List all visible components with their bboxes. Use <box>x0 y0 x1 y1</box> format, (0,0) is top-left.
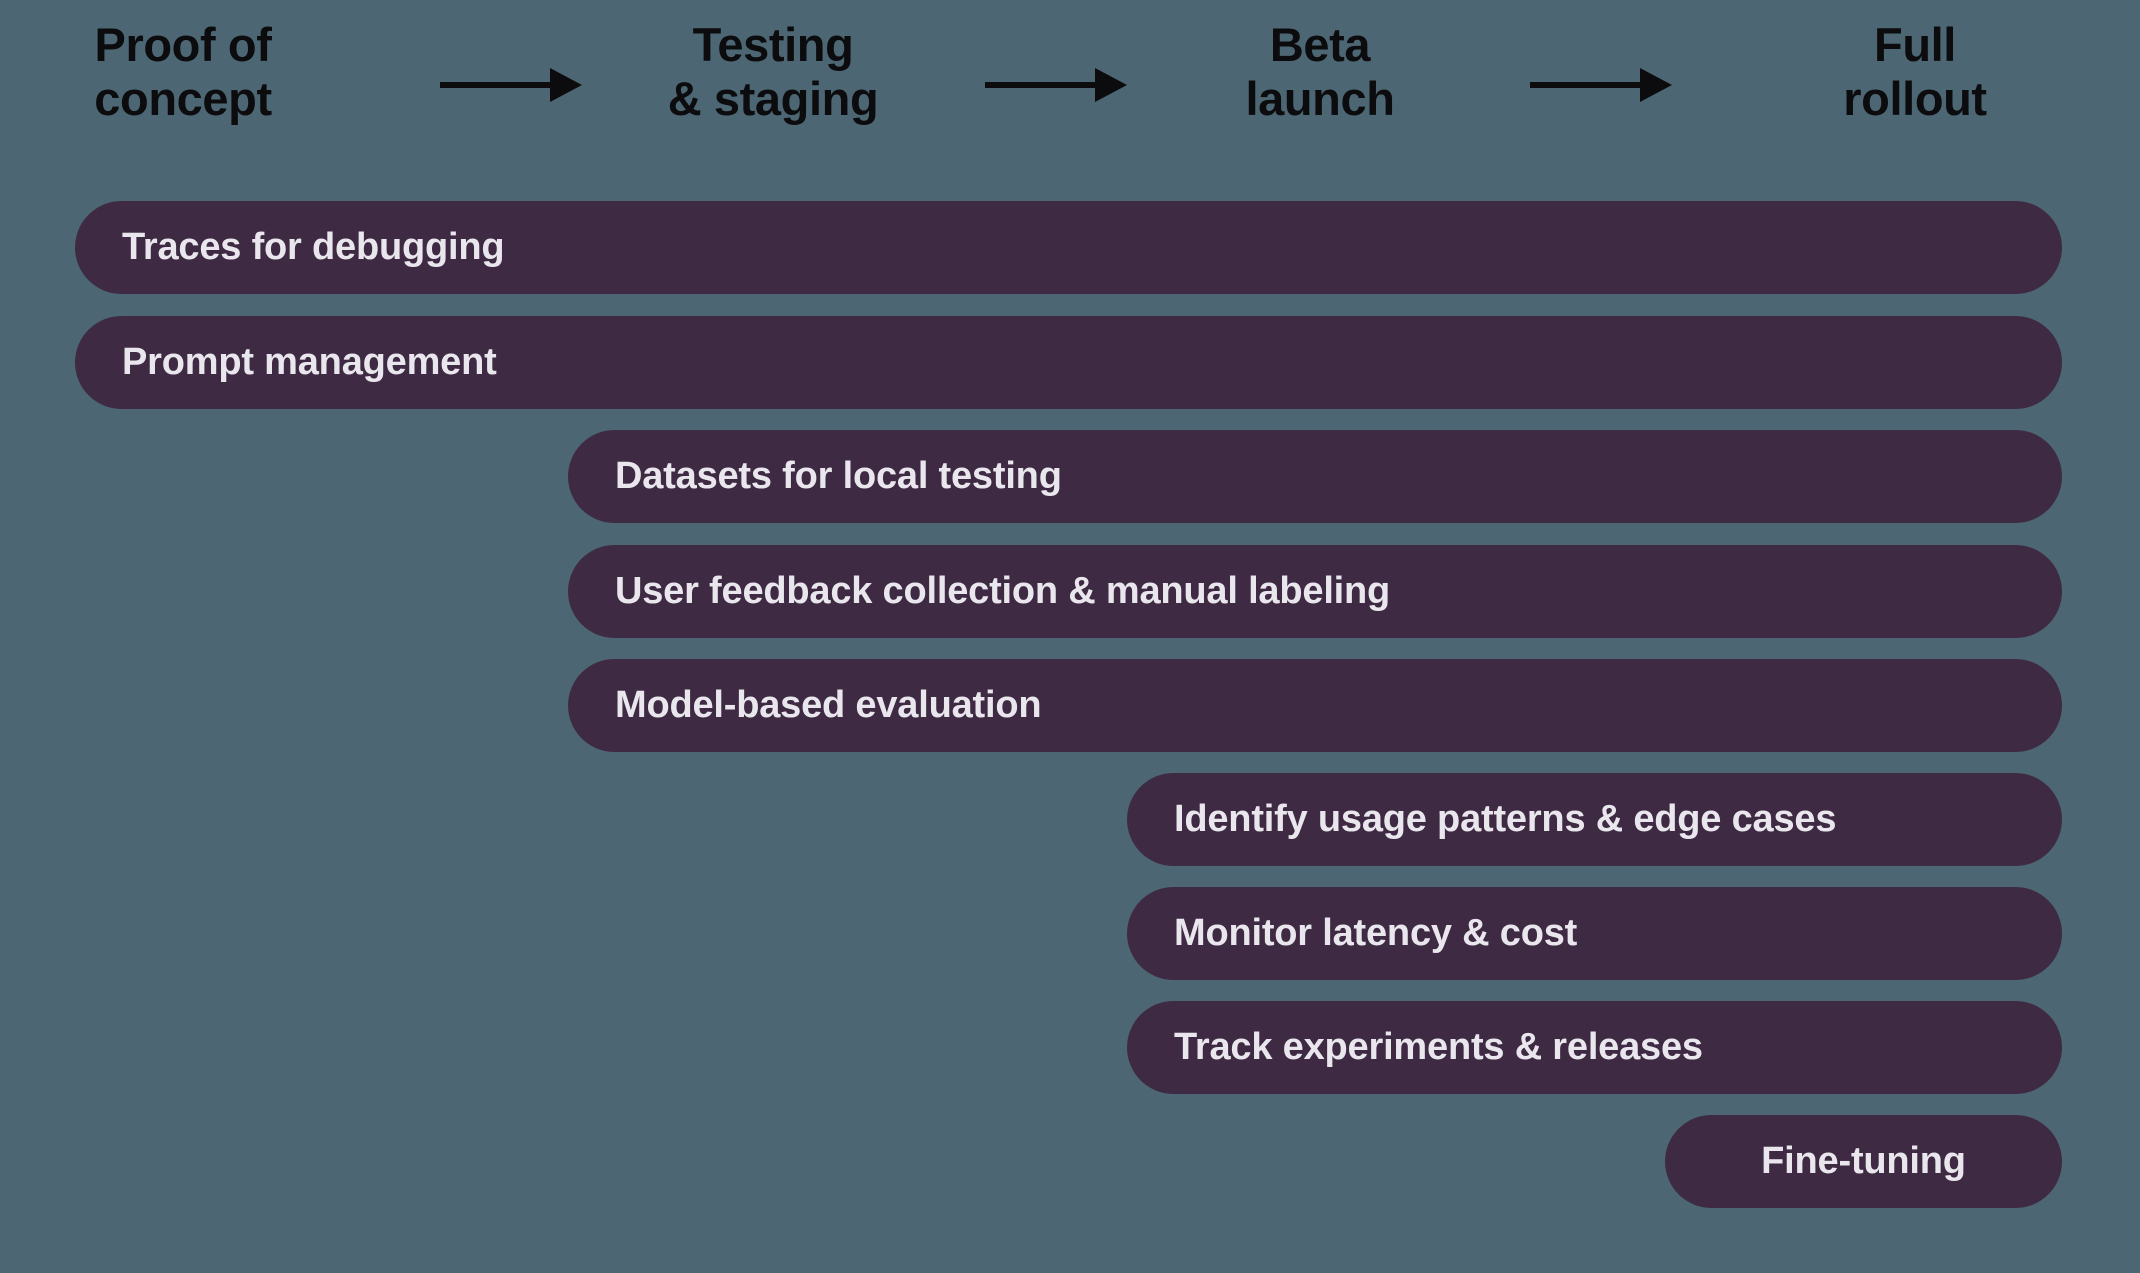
capability-bar-label: Datasets for local testing <box>615 455 1062 497</box>
capability-bar[interactable]: Prompt management <box>75 316 2062 409</box>
capability-bar[interactable]: Track experiments & releases <box>1127 1001 2062 1094</box>
stage-label-beta-launch: Beta launch <box>1245 18 1395 125</box>
capability-bar[interactable]: User feedback collection & manual labeli… <box>568 545 2062 638</box>
stage-header-row: Proof of concept Testing & staging Beta … <box>0 0 2140 170</box>
capability-bar-label: Prompt management <box>122 341 497 383</box>
capability-bar[interactable]: Fine-tuning <box>1665 1115 2062 1208</box>
capability-bar[interactable]: Traces for debugging <box>75 201 2062 294</box>
capability-bar[interactable]: Datasets for local testing <box>568 430 2062 523</box>
arrow-right-icon <box>1530 68 1672 102</box>
capability-bar[interactable]: Monitor latency & cost <box>1127 887 2062 980</box>
capability-bar[interactable]: Model-based evaluation <box>568 659 2062 752</box>
capability-bar-label: Track experiments & releases <box>1174 1026 1703 1068</box>
stage-label-testing-and-staging: Testing & staging <box>667 18 879 125</box>
capability-bar-label: Identify usage patterns & edge cases <box>1174 798 1837 840</box>
stage-label-proof-of-concept: Proof of concept <box>94 18 272 125</box>
capability-bar-label: User feedback collection & manual labeli… <box>615 570 1391 612</box>
capability-bar-label: Model-based evaluation <box>615 684 1042 726</box>
capability-bar-label: Fine-tuning <box>1761 1140 1966 1182</box>
capability-bar-label: Traces for debugging <box>122 226 505 268</box>
arrow-right-icon <box>985 68 1127 102</box>
capability-bar[interactable]: Identify usage patterns & edge cases <box>1127 773 2062 866</box>
arrow-right-icon <box>440 68 582 102</box>
capability-bar-label: Monitor latency & cost <box>1174 912 1578 954</box>
stage-label-full-rollout: Full rollout <box>1843 18 1987 125</box>
